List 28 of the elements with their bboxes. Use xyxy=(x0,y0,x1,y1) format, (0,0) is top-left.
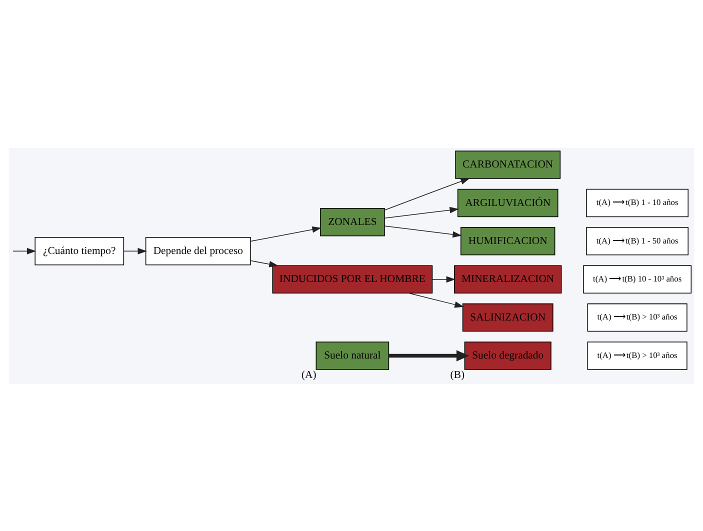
node-box: Suelo degradado xyxy=(464,341,552,370)
node-box: t(A) ⟶ t(B) 1 - 50 años xyxy=(586,226,688,255)
node-box: Depende del proceso xyxy=(145,236,251,265)
node-box: ZONALES xyxy=(320,207,385,236)
node-box: ¿Cuánto tiempo? xyxy=(34,236,124,265)
node-label: (A) xyxy=(301,368,316,381)
node-box: Suelo natural xyxy=(316,341,390,370)
node-box: t(A) ⟶ t(B) > 10³ años xyxy=(587,341,688,370)
node-box: t(A) ⟶ t(B) 10 - 10³ años xyxy=(583,264,692,293)
arrow xyxy=(384,178,470,210)
arrow xyxy=(250,260,278,267)
node-box: ARGILUVIACIÓN xyxy=(457,188,558,217)
arrow xyxy=(123,247,147,254)
node-box: CARBONATACION xyxy=(455,150,561,178)
node-label: (B) xyxy=(450,368,465,381)
node-box: MINERALIZACION xyxy=(454,264,562,293)
node-box: INDUCIDOS POR EL HOMBRE xyxy=(272,264,433,293)
arrow xyxy=(384,225,462,238)
node-box: t(A) ⟶ t(B) 1 - 10 años xyxy=(586,188,688,217)
arrow xyxy=(408,292,464,308)
node-box: t(A) ⟶ t(B) > 10³ años xyxy=(587,302,688,332)
node-box: SALINIZACION xyxy=(462,302,554,332)
arrow xyxy=(432,276,456,282)
arrow xyxy=(250,226,322,242)
node-box: HUMIFICACION xyxy=(460,226,556,255)
arrow xyxy=(12,247,36,254)
arrow xyxy=(388,350,470,361)
arrow xyxy=(384,206,459,218)
